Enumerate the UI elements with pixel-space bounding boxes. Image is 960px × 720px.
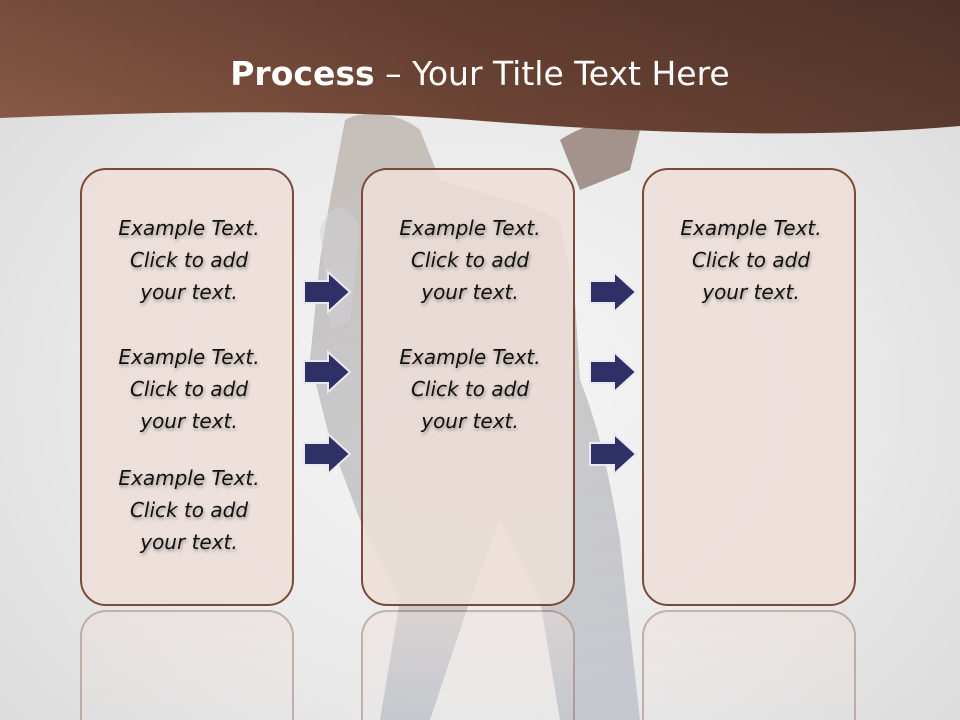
right-arrow-icon[interactable] [302, 432, 352, 476]
text-line: your text. [702, 280, 800, 304]
text-line: Click to add [410, 248, 530, 272]
text-line: your text. [140, 280, 238, 304]
box-reflection [80, 610, 294, 720]
right-arrow-icon[interactable] [588, 432, 638, 476]
header-band [0, 0, 960, 134]
text-block[interactable]: Example Text. Click to add your text. [363, 341, 577, 437]
text-line: your text. [140, 530, 238, 554]
text-line: your text. [421, 409, 519, 433]
text-block[interactable]: Example Text. Click to add your text. [363, 212, 577, 308]
box-reflection [361, 610, 575, 720]
slide-title[interactable]: Process – Your Title Text Here [0, 52, 960, 96]
text-line: Example Text. [118, 466, 260, 490]
text-line: Example Text. [118, 216, 260, 240]
box-reflection [642, 610, 856, 720]
title-rest-text: – Your Title Text Here [374, 54, 730, 93]
text-block[interactable]: Example Text. Click to add your text. [82, 341, 296, 437]
text-line: Click to add [691, 248, 811, 272]
process-box-3[interactable]: Example Text. Click to add your text. [642, 168, 856, 606]
process-box-2[interactable]: Example Text. Click to add your text. Ex… [361, 168, 575, 606]
text-line: Click to add [410, 377, 530, 401]
right-arrow-icon[interactable] [588, 350, 638, 394]
right-arrow-icon[interactable] [588, 270, 638, 314]
right-arrow-icon[interactable] [302, 270, 352, 314]
text-line: Example Text. [399, 216, 541, 240]
text-line: Example Text. [680, 216, 822, 240]
text-line: Example Text. [118, 345, 260, 369]
text-line: Click to add [129, 248, 249, 272]
text-block[interactable]: Example Text. Click to add your text. [644, 212, 858, 308]
title-bold-text: Process [230, 54, 375, 93]
text-line: Click to add [129, 498, 249, 522]
text-block[interactable]: Example Text. Click to add your text. [82, 212, 296, 308]
text-line: your text. [421, 280, 519, 304]
text-line: Example Text. [399, 345, 541, 369]
text-block[interactable]: Example Text. Click to add your text. [82, 462, 296, 558]
right-arrow-icon[interactable] [302, 350, 352, 394]
process-box-1[interactable]: Example Text. Click to add your text. Ex… [80, 168, 294, 606]
text-line: your text. [140, 409, 238, 433]
text-line: Click to add [129, 377, 249, 401]
